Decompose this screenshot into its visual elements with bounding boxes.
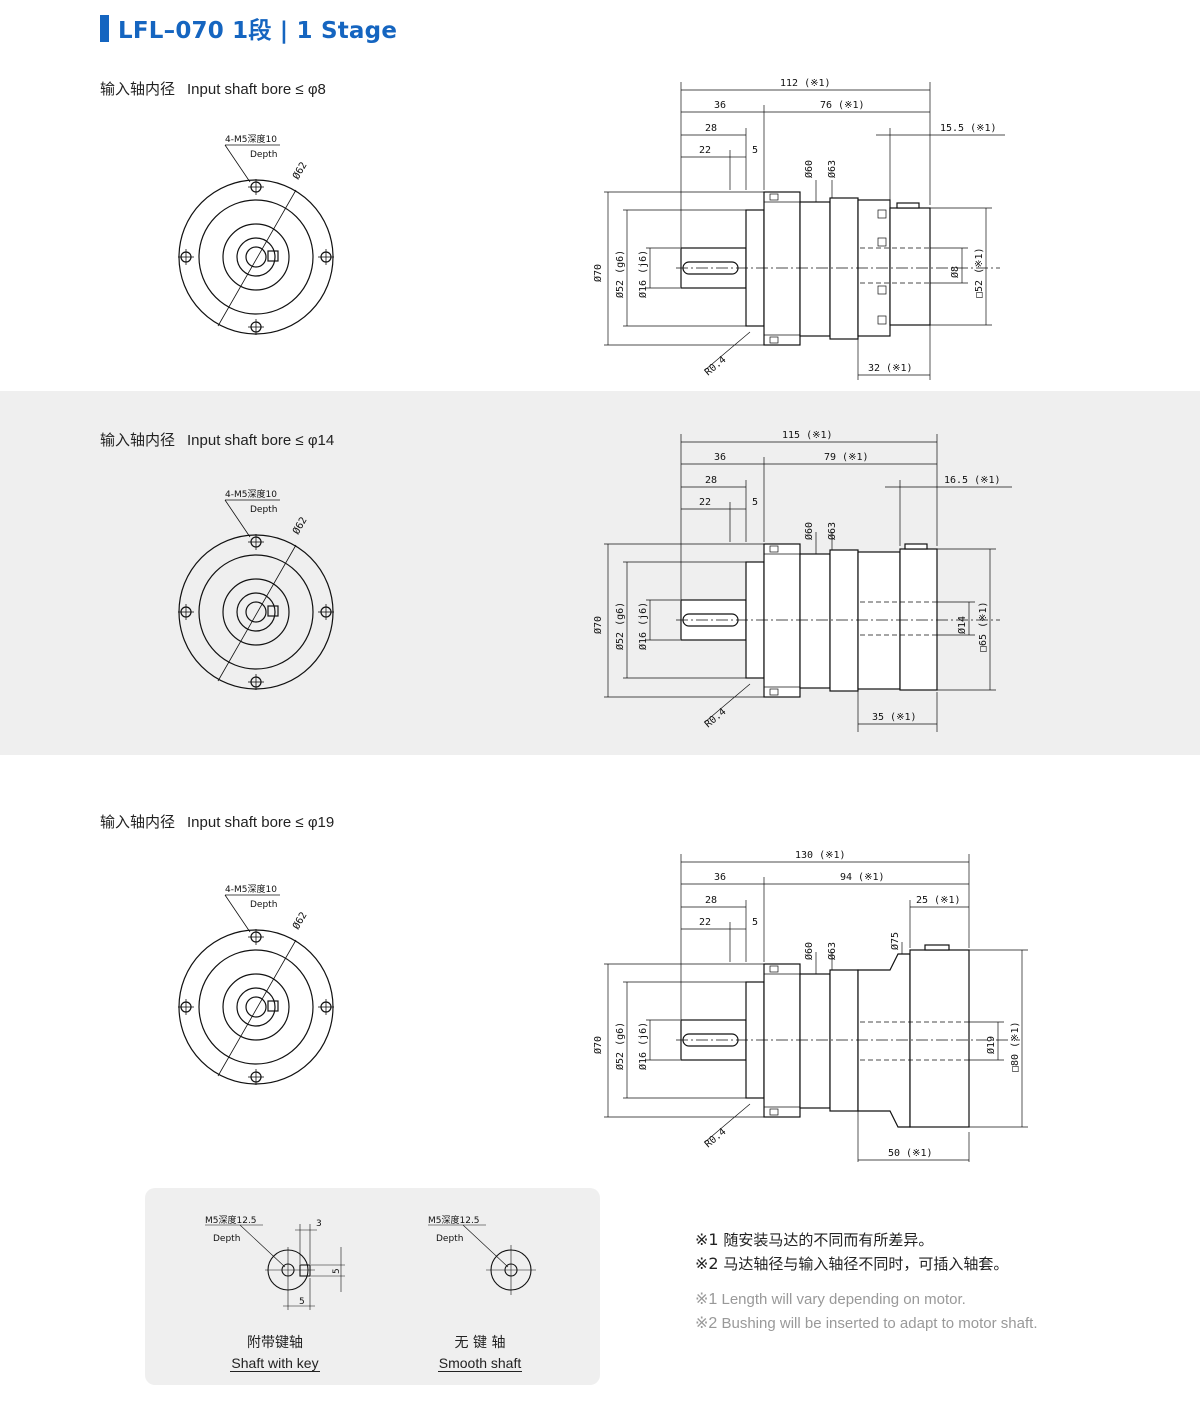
side-3-d36: 36 (714, 872, 726, 883)
side-3-r: R0.4 (703, 1126, 729, 1150)
note-2-en: ※2 Bushing will be inserted to adapt to … (695, 1315, 1038, 1332)
note-1-en: ※1 Length will vary depending on motor. (695, 1291, 966, 1308)
side-3-d75: Ø75 (889, 932, 901, 950)
side-2-d22: 22 (699, 497, 711, 508)
title-accent-bar (100, 14, 109, 42)
side-view-1: 112 (※1) 36 76 (※1) 15.5 (※1) 28 22 5 Ø6… (592, 78, 1005, 380)
shaft-with-key-caption: 附带键轴 Shaft with key (210, 1333, 340, 1374)
side-3-dright: 94 (※1) (840, 872, 885, 883)
page-title: LFL–070 1段 | 1 Stage (100, 12, 397, 44)
side-2-total: 115 (※1) (782, 430, 833, 441)
section-2-background (0, 391, 1200, 755)
side-1-bottom: 32 (※1) (868, 363, 913, 374)
section-1-label-cn: 输入轴内径 (100, 80, 176, 98)
side-3-d16: Ø16 (j6) (637, 1022, 649, 1070)
front-view-2: 4-M5深度10 Depth Ø62 (178, 488, 334, 690)
key-hole-label: M5深度12.5 (205, 1214, 257, 1226)
side-view-3: 130 (※1) 36 94 (※1) 25 (※1) 28 22 5 Ø60 … (592, 850, 1028, 1162)
side-1-d16: Ø16 (j6) (637, 250, 649, 298)
front-3-hole-label: 4-M5深度10 (225, 883, 277, 895)
front-1-dia-label: Ø62 (290, 160, 309, 182)
front-1-hole-label: 4-M5深度10 (225, 133, 277, 145)
note-2-cn: ※2 马达轴径与输入轴径不同时，可插入轴套。 (695, 1254, 1009, 1273)
shaft-with-key-drawing: M5深度12.5 Depth 3 5 5 (205, 1214, 345, 1310)
section-2-label: 输入轴内径 Input shaft bore ≤ φ14 (100, 429, 334, 450)
side-3-d28: 28 (705, 895, 717, 906)
side-2-square: □65 (※1) (978, 601, 989, 652)
side-2-bottom: 35 (※1) (872, 712, 917, 723)
front-view-3: 4-M5深度10 Depth Ø62 (178, 883, 334, 1085)
side-1-d60: Ø60 (803, 160, 815, 178)
side-1-d22: 22 (699, 145, 711, 156)
side-3-bottom: 50 (※1) (888, 1148, 933, 1159)
front-3-depth-label: Depth (250, 900, 277, 910)
side-2-d16: Ø16 (j6) (637, 602, 649, 650)
smooth-shaft-en: Smooth shaft (437, 1355, 523, 1372)
side-1-total: 112 (※1) (780, 78, 831, 89)
side-2-d63: Ø63 (826, 522, 838, 540)
side-3-bore: Ø19 (985, 1036, 997, 1054)
front-2-dia-label: Ø62 (290, 515, 309, 537)
footnotes: ※1 随安装马达的不同而有所差异。 ※2 马达轴径与输入轴径不同时，可插入轴套。… (695, 1228, 1038, 1336)
side-view-2: 115 (※1) 36 79 (※1) 16.5 (※1) 28 22 5 Ø6… (592, 430, 1012, 732)
side-1-d52: Ø52 (g6) (614, 250, 626, 298)
side-2-dflange: 16.5 (※1) (944, 475, 1001, 486)
side-3-dflange: 25 (※1) (916, 895, 961, 906)
shaft-with-key-cn: 附带键轴 (247, 1335, 303, 1351)
side-1-dflange: 15.5 (※1) (940, 123, 997, 134)
note-1-cn: ※1 随安装马达的不同而有所差异。 (695, 1230, 934, 1249)
smooth-shaft-caption: 无 键 轴 Smooth shaft (415, 1333, 545, 1374)
section-1-label-en: Input shaft bore ≤ φ8 (187, 81, 326, 98)
front-2-depth-label: Depth (250, 505, 277, 515)
side-2-bore: Ø14 (956, 616, 968, 634)
smooth-shaft-drawing: M5深度12.5 Depth (428, 1214, 536, 1295)
front-view-1: 4-M5深度10 Depth Ø62 (178, 133, 334, 335)
side-2-d28: 28 (705, 475, 717, 486)
shaft-options-panel (145, 1188, 600, 1385)
smooth-depth-label: Depth (436, 1234, 463, 1244)
side-1-d36: 36 (714, 100, 726, 111)
key-depth-label: Depth (213, 1234, 240, 1244)
side-3-square: □80 (※1) (1010, 1021, 1021, 1072)
section-3-label-cn: 输入轴内径 (100, 813, 176, 831)
side-1-d5: 5 (752, 145, 758, 156)
side-3-d22: 22 (699, 917, 711, 928)
section-1-label: 输入轴内径 Input shaft bore ≤ φ8 (100, 78, 326, 99)
key-d5a: 5 (332, 1268, 342, 1274)
side-2-d52: Ø52 (g6) (614, 602, 626, 650)
side-3-d63: Ø63 (826, 942, 838, 960)
side-1-r: R0.4 (703, 354, 729, 378)
front-2-hole-label: 4-M5深度10 (225, 488, 277, 500)
smooth-hole-label: M5深度12.5 (428, 1214, 480, 1226)
section-3-label: 输入轴内径 Input shaft bore ≤ φ19 (100, 811, 334, 832)
side-2-d5: 5 (752, 497, 758, 508)
front-3-dia-label: Ø62 (290, 910, 309, 932)
side-2-d36: 36 (714, 452, 726, 463)
front-1-depth-label: Depth (250, 150, 277, 160)
side-2-d60: Ø60 (803, 522, 815, 540)
side-3-d70: Ø70 (592, 1036, 604, 1054)
section-2-label-cn: 输入轴内径 (100, 431, 176, 449)
section-3-label-en: Input shaft bore ≤ φ19 (187, 814, 335, 831)
side-3-d5: 5 (752, 917, 758, 928)
smooth-shaft-cn: 无 键 轴 (454, 1335, 506, 1351)
side-1-square: □52 (※1) (974, 247, 985, 298)
key-d5b: 5 (299, 1297, 305, 1307)
side-3-total: 130 (※1) (795, 850, 846, 861)
title-text: LFL–070 1段 | 1 Stage (118, 18, 398, 44)
side-2-r: R0.4 (703, 706, 729, 730)
key-d3: 3 (316, 1219, 322, 1229)
side-3-d52: Ø52 (g6) (614, 1022, 626, 1070)
side-2-dright: 79 (※1) (824, 452, 869, 463)
side-1-d63: Ø63 (826, 160, 838, 178)
side-2-d70: Ø70 (592, 616, 604, 634)
shaft-with-key-en: Shaft with key (230, 1355, 320, 1372)
side-1-bore: Ø8 (949, 266, 961, 278)
side-1-d28: 28 (705, 123, 717, 134)
section-2-label-en: Input shaft bore ≤ φ14 (187, 432, 335, 449)
side-3-d60: Ø60 (803, 942, 815, 960)
side-1-d70: Ø70 (592, 264, 604, 282)
side-1-dright: 76 (※1) (820, 100, 865, 111)
